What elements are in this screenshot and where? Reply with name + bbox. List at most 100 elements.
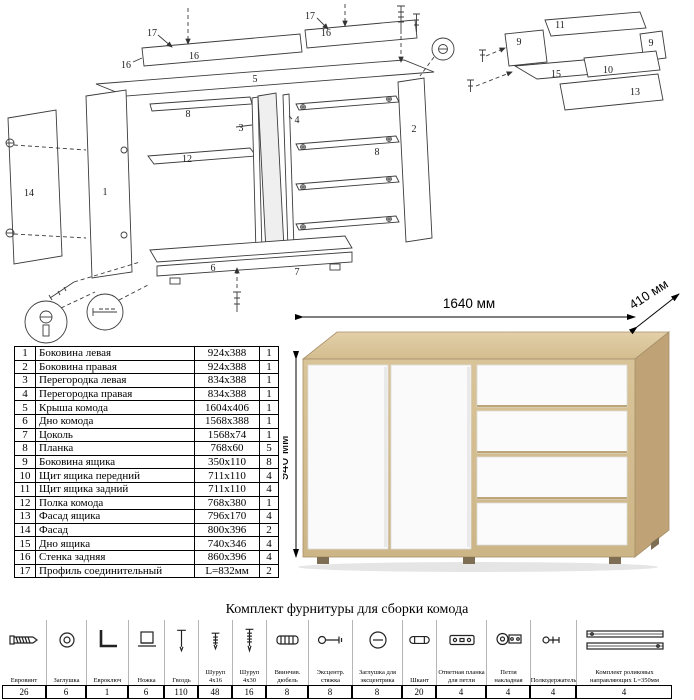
hardware-item-qty: 20	[402, 685, 436, 699]
part-label-6: 6	[211, 263, 216, 274]
depth-dimension-label: 410 мм	[626, 281, 670, 312]
hardware-item-qty: 4	[530, 685, 576, 699]
part-label-16-b: 16	[189, 51, 199, 62]
nail-icon	[165, 620, 198, 660]
dresser-body	[301, 331, 671, 564]
hinge-plate-icon	[437, 620, 486, 660]
threaded-dowel-icon	[267, 620, 308, 660]
part-qty: 4	[259, 509, 279, 524]
part-size: 796x170	[194, 509, 260, 524]
part-size: 1604x406	[194, 400, 260, 415]
part-size: 924x388	[194, 346, 260, 361]
part-size: 768x60	[194, 441, 260, 456]
part-number: 6	[14, 413, 36, 429]
part-number: 11	[14, 481, 36, 497]
part-size: 834x388	[194, 386, 260, 402]
part-qty: 4	[259, 468, 279, 483]
height-dimension-label: 940 мм	[283, 436, 291, 481]
part-number: 16	[14, 549, 36, 565]
part-size: 711x110	[194, 468, 260, 483]
part-size: 740x346	[194, 536, 260, 551]
hardware-item-name: Гвоздь	[172, 676, 191, 684]
bottom-and-plinth	[149, 235, 353, 285]
part-qty: 4	[259, 549, 279, 565]
part-name: Боковина правая	[35, 359, 195, 375]
drawer-exploded-detail	[467, 11, 667, 111]
part-size: 800x396	[194, 522, 260, 538]
hardware-item-name: Комплект роликовых направляющих L=350мм	[590, 669, 659, 684]
hardware-item: Полкодержатель 4	[530, 620, 576, 699]
screw-4x30-icon	[233, 620, 266, 660]
part-size: 1568x74	[194, 427, 260, 443]
hardware-item-qty: 26	[2, 685, 46, 699]
part-name: Полка комода	[35, 495, 195, 511]
part-label-14: 14	[24, 188, 34, 199]
part-label-3: 3	[239, 123, 244, 134]
hardware-item-qty: 8	[266, 685, 308, 699]
hardware-item: Ввинчив. дюбель 8	[266, 620, 308, 699]
part-name: Фасад	[35, 522, 195, 538]
part-number: 4	[14, 386, 36, 402]
drawers	[476, 364, 628, 546]
part-name: Стенка задняя	[35, 549, 195, 565]
part-qty: 8	[259, 454, 279, 470]
width-dimension: 1640 мм	[295, 296, 636, 320]
part-size: 711x110	[194, 481, 260, 497]
drawer-slides-icon	[577, 620, 672, 660]
hardware-item-name: Полкодержатель	[530, 676, 577, 684]
hardware-item-qty: 6	[46, 685, 86, 699]
hardware-item-name: Заглушка для эксцентрика	[358, 669, 397, 684]
part-name: Дно ящика	[35, 536, 195, 551]
part-number: 5	[14, 400, 36, 415]
hardware-item: Петля накладная 4	[486, 620, 530, 699]
part-number: 12	[14, 495, 36, 511]
hardware-item: Заглушка 6	[46, 620, 86, 699]
hardware-item: Комплект роликовых направляющих L=350мм …	[576, 620, 672, 699]
hardware-item-qty: 4	[436, 685, 486, 699]
part-name: Крыша комода	[35, 400, 195, 415]
part-label-8-b: 8	[375, 147, 380, 158]
cabinet-interior	[147, 92, 295, 254]
cam-bolt-icon	[309, 620, 352, 660]
part-label-4: 4	[295, 115, 300, 126]
hardware-item-name: Евровинт	[10, 676, 38, 684]
part-size: 834x388	[194, 373, 260, 388]
part-qty: 4	[259, 536, 279, 551]
hardware-item-name: Эксцентр. стяжка	[316, 669, 345, 684]
part-name: Перегородка правая	[35, 386, 195, 402]
overlay-hinge-icon	[487, 620, 530, 660]
part-qty: 1	[259, 373, 279, 388]
part-size: 924x388	[194, 359, 260, 375]
part-label-10: 10	[603, 65, 613, 76]
hardware-item: Шкант 20	[402, 620, 436, 699]
part-number: 15	[14, 536, 36, 551]
part-label-5: 5	[253, 74, 258, 85]
part-qty: 1	[259, 495, 279, 511]
width-dimension-label: 1640 мм	[443, 296, 495, 311]
legs	[317, 537, 659, 564]
part-qty: 1	[259, 427, 279, 443]
part-number: 10	[14, 468, 36, 483]
part-label-13: 13	[630, 87, 640, 98]
part-name: Дно комода	[35, 413, 195, 429]
hardware-item-qty: 6	[128, 685, 164, 699]
part-label-16-c: 16	[321, 28, 331, 39]
doors	[307, 364, 472, 550]
hardware-item-name: Петля накладная	[494, 669, 523, 684]
cam-cap-icon	[353, 620, 402, 660]
hardware-item-name: Шуруп 4x16	[205, 669, 226, 684]
part-name: Фасад ящика	[35, 509, 195, 524]
plug-cap-icon	[47, 620, 86, 660]
hardware-item-name: Евроключ	[93, 676, 122, 684]
part-qty: 5	[259, 441, 279, 456]
